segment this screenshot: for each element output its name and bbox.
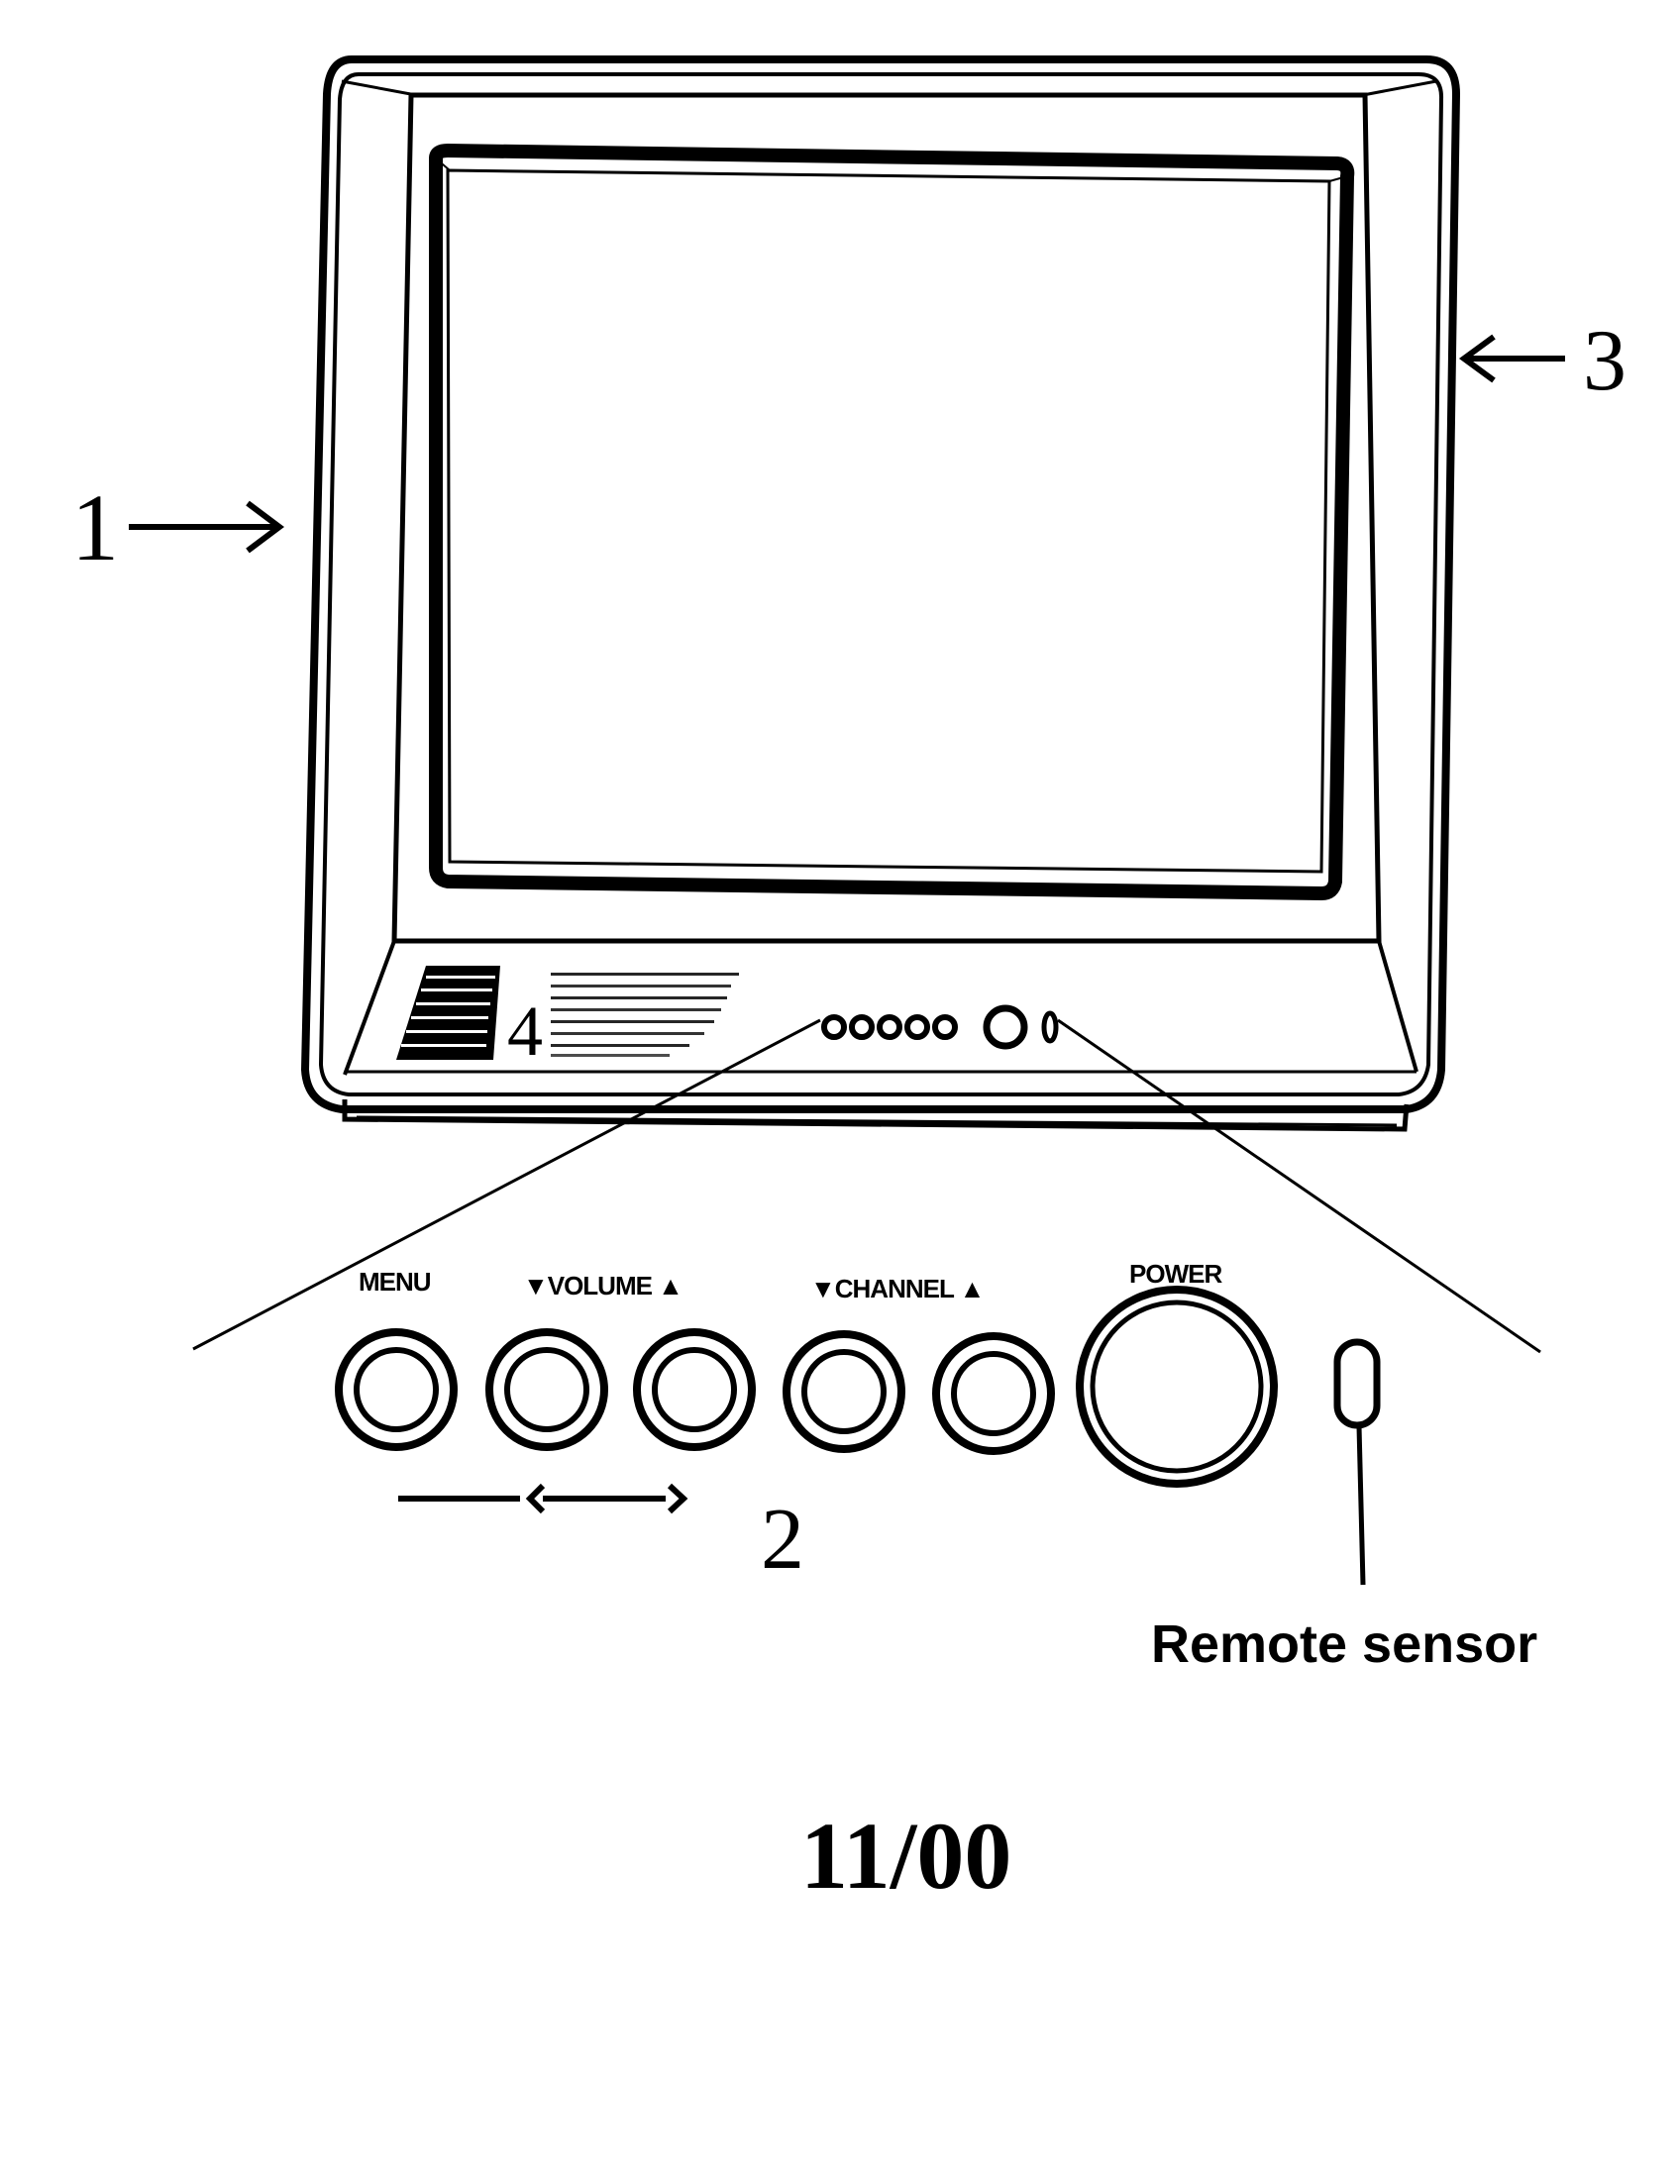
power-label: POWER [1129,1259,1222,1289]
tv-cabinet [301,55,1460,1132]
fine-print-dots [551,973,739,1057]
control-panel-enlarged: MENU ▼VOLUME ▲ ▼CHANNEL ▲ POWER [335,1259,1537,1674]
callout-4-label: 4 [507,991,543,1071]
channel-down-button [783,1330,905,1453]
callout-3-label: 3 [1583,313,1627,409]
menu-label: MENU [359,1267,431,1297]
callout-1-label: 1 [71,474,119,580]
volume-down-button [485,1328,608,1451]
callout-2-label: 2 [761,1492,804,1588]
volume-label: ▼VOLUME ▲ [523,1271,682,1300]
zoom-line-right [1057,1018,1541,1354]
adjust-arrows [398,1483,688,1514]
date-code: 11/00 [800,1803,1011,1909]
channel-label: ▼CHANNEL ▲ [810,1274,984,1303]
menu-button [335,1328,458,1451]
remote-sensor-label: Remote sensor [1151,1614,1537,1674]
remote-sensor [1333,1338,1381,1586]
zoom-line-left [192,1018,821,1351]
callout-1: 1 [71,474,284,580]
front-buttons-mini [821,1004,1059,1050]
volume-up-button [633,1328,756,1451]
crt-screen [429,143,1355,901]
speaker-grille: 4 [396,966,739,1071]
channel-up-button [932,1332,1055,1455]
callout-3: 3 [1458,313,1627,409]
power-button [1076,1286,1278,1488]
